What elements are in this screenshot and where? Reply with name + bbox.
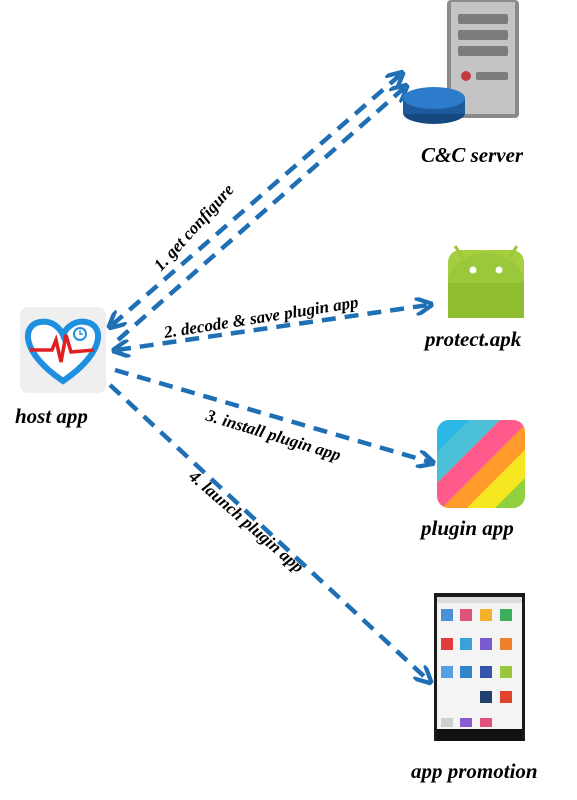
edge-launch [108, 383, 428, 680]
android-icon [448, 245, 524, 318]
plugin-app-label: plugin app [419, 516, 514, 540]
edge-decode-save [117, 305, 428, 350]
cc-server-label: C&C server [421, 143, 524, 167]
host-app-label: host app [15, 404, 88, 428]
edge-label-launch: 4. launch plugin app [185, 466, 308, 576]
app-promotion-label: app promotion [411, 759, 538, 783]
edge-get-configure [112, 75, 404, 342]
server-database-icon [403, 0, 519, 124]
rainbow-stripes-icon [437, 420, 525, 508]
edge-install [114, 367, 430, 462]
protect-apk-label: protect.apk [423, 327, 522, 351]
heart-monitor-icon [20, 307, 106, 393]
phone-screenshot-icon [434, 593, 525, 741]
